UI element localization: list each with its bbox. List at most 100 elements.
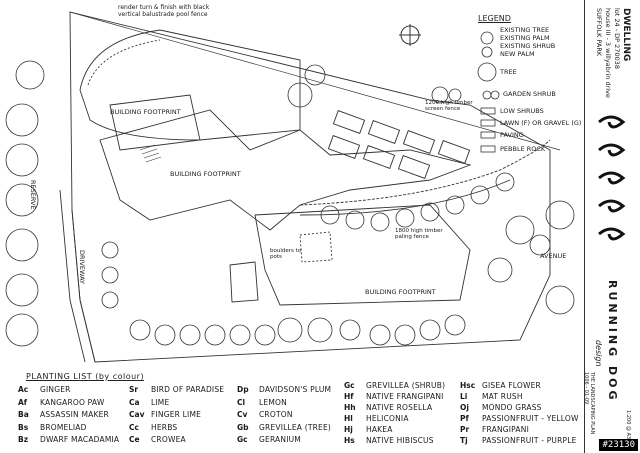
plant-row: PrFrangipani [460, 424, 579, 435]
plant-name: Grevillea (tree) [259, 422, 332, 432]
plant-row: BzDwarf Macadamia [18, 434, 119, 447]
plant-code: Hh [344, 403, 356, 412]
plant-name: Passionfruit - Purple [482, 436, 577, 445]
plant-code: Pf [460, 414, 469, 423]
site-boundary [69, 11, 551, 363]
plant-row: Bs Bromeliad [18, 422, 119, 435]
plant-row: Tj Passionfruit - Purple [460, 435, 579, 446]
watermark: #23130 [599, 439, 638, 451]
scale: 1:200 @ A3 [625, 410, 631, 440]
plant-code: Ce [129, 435, 140, 444]
address: house III - 3 willyabrin drive [604, 8, 612, 98]
plant-code: Bs [18, 422, 29, 432]
plant-row: Ca Lime [129, 397, 224, 410]
plant-row: LiMat Rush [460, 391, 579, 402]
plant-code: Cl [237, 397, 246, 407]
plant-name: Passionfruit - Yellow [482, 414, 579, 423]
plant-name: Crowea [151, 435, 186, 444]
project-title: DWELLING [621, 8, 631, 62]
plant-name: Herbs [151, 422, 178, 432]
plant-code: Gc [237, 435, 248, 444]
plant-row: Cc Herbs [129, 422, 224, 435]
plant-code: Ba [18, 410, 29, 419]
pool-fence-note: render turn & finish with black vertical… [118, 4, 210, 18]
plant-row: Hf Native Frangipani [344, 391, 445, 402]
plant-name: Kangaroo Paw [40, 397, 105, 407]
plant-name: Bird of Paradise [151, 385, 225, 394]
screen-fence-note: 1200 high timber screen fence [425, 100, 473, 112]
plant-name: Native Hibiscus [366, 436, 434, 445]
tree-symbols [5, 60, 575, 347]
legend-item: PAVING [500, 131, 524, 139]
plant-name: Davidson's Plum [259, 385, 332, 394]
plant-row: GcGrevillea (shrub) [344, 380, 445, 391]
building-footprint-upper [109, 94, 201, 151]
plant-row: Hj Hakea [344, 424, 445, 435]
plant-row: Hsc Gisea Flower [460, 380, 579, 391]
company-logo [598, 115, 626, 241]
plant-name: Lime [151, 397, 170, 407]
plant-code: Hf [344, 392, 354, 401]
building-footprint-label: BUILDING FOOTPRINT [365, 288, 436, 296]
building-footprint-label: BUILDING FOOTPRINT [110, 108, 181, 116]
legend-item: TREE [500, 68, 517, 76]
avenue-label: AVENUE [540, 252, 567, 260]
plant-name: Finger Lime [151, 410, 202, 419]
plant-name: Gisea Flower [482, 381, 541, 390]
plant-row: AcGinger [18, 384, 119, 397]
plant-name: Mondo Grass [482, 403, 542, 412]
paving-blocks [327, 110, 471, 179]
plant-name: Native Frangipani [366, 392, 444, 401]
legend-item: PEBBLE ROCK [500, 145, 546, 153]
paling-fence-note: 1800 high timber paling fence [395, 228, 443, 240]
building-footprint-main [99, 109, 472, 231]
legend-item: EXISTING TREE [500, 26, 550, 34]
plant-code: Cc [129, 422, 139, 432]
plant-code: Hj [344, 425, 353, 434]
plant-name: Lemon [259, 397, 287, 407]
plant-row: Pf Passionfruit - Yellow [460, 413, 579, 424]
landscape-plan-drawing [5, 11, 575, 363]
plant-code: Tj [460, 436, 468, 445]
plant-code: Hsc [460, 381, 476, 390]
plant-name: Grevillea (shrub) [366, 381, 446, 390]
plant-code: Sr [129, 385, 139, 394]
plant-code: Gb [237, 422, 249, 432]
plant-row: BaAssassin Maker [18, 409, 119, 422]
plant-code: Cav [129, 410, 145, 419]
plant-code: Hs [344, 436, 355, 445]
legend-item: GARDEN SHRUB [503, 90, 556, 98]
planting-list-title: PLANTING LIST (by colour) [26, 372, 145, 381]
legend-item: LAWN (F) OR GRAVEL (G) [500, 119, 582, 127]
legend-title: LEGEND [478, 14, 511, 23]
plant-row: Af Kangaroo Paw [18, 397, 119, 410]
plant-row: Cl Lemon [237, 397, 331, 410]
plant-name: Geranium [259, 435, 301, 444]
company-name: RUNNING DOG [606, 280, 619, 403]
plant-code: Cv [237, 410, 248, 419]
plant-code: Af [18, 397, 28, 407]
company-subtitle: design [594, 340, 603, 367]
legend-symbols [477, 31, 500, 153]
boulders-note: boulders to pots [270, 248, 302, 260]
plant-code: Dp [237, 385, 249, 394]
planting-list-column: Sr Bird of Paradise Ca Lime Cav Finger Lime… [129, 384, 224, 447]
plant-code: Ca [129, 397, 140, 407]
legend-item: LOW SHRUBS [500, 107, 544, 115]
job-number: 1006 - 01-09 [583, 372, 589, 405]
lot-number: lot 24 - DP 270038 [613, 8, 621, 69]
plant-name: Hakea [366, 425, 393, 434]
building-footprint-lower [254, 204, 471, 306]
plant-name: Mat Rush [482, 392, 523, 401]
legend-item: NEW PALM [500, 50, 535, 58]
plant-name: Bromeliad [40, 422, 87, 432]
planting-list-column: DpDavidson's Plum ClLemon CvCroton GbGre… [237, 384, 331, 447]
plant-name: Dwarf Macadamia [40, 435, 120, 444]
title-block: DWELLING lot 24 - DP 270038 house III - … [583, 0, 637, 453]
pool-area [79, 29, 301, 141]
planting-list-column: AcGinger Af Kangaroo Paw BaAssassin Maker… [18, 384, 119, 447]
plant-row: Oj Mondo Grass [460, 402, 579, 413]
plant-code: Oj [460, 403, 469, 412]
plant-row: Sr Bird of Paradise [129, 384, 224, 397]
plant-code: Pr [460, 425, 470, 434]
